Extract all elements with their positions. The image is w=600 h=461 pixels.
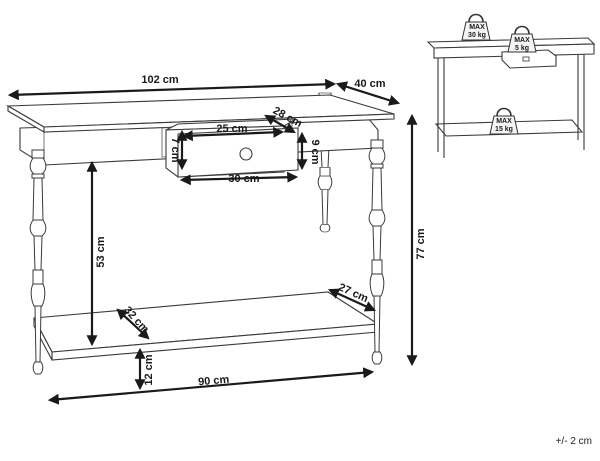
load-shelf-value: 15 kg	[495, 126, 513, 133]
load-top-label: MAX	[469, 24, 485, 31]
dim-line-shelf-depth-front	[116, 308, 150, 340]
dim-line-drawer-depth	[264, 114, 296, 134]
load-capacity-inset: MAX 30 kg MAX 5 kg MAX 15 kg	[426, 13, 596, 158]
dim-line-drawer-front-width	[179, 171, 299, 186]
dimension-lines	[7, 78, 418, 405]
label-drawer-front-width: 30 cm	[228, 173, 259, 185]
label-width-total: 102 cm	[141, 74, 179, 86]
dim-line-shelf-depth-back	[327, 288, 377, 312]
dim-line-width-total	[7, 78, 337, 101]
load-drawer-value: 5 kg	[515, 45, 529, 52]
dim-line-shelf-width	[47, 367, 375, 405]
label-drawer-inner-width: 25 cm	[216, 123, 247, 135]
dim-line-depth-top	[335, 81, 401, 106]
label-drawer-inner-height: 7 cm	[169, 137, 181, 162]
dim-line-drawer-inner-width	[181, 126, 285, 142]
label-shelf-clearance: 53 cm	[95, 236, 107, 267]
label-total-height: 77 cm	[415, 228, 427, 259]
load-shelf-label: MAX	[496, 118, 512, 125]
load-drawer-label: MAX	[514, 37, 530, 44]
label-drawer-front-height: 9 cm	[309, 139, 321, 164]
tolerance-note: +/- 2 cm	[556, 436, 592, 447]
label-shelf-height: 12 cm	[143, 354, 155, 385]
drawer-knob	[239, 147, 253, 161]
label-shelf-width: 90 cm	[198, 374, 230, 389]
load-top-value: 30 kg	[468, 32, 486, 39]
label-depth-top: 40 cm	[354, 78, 385, 90]
